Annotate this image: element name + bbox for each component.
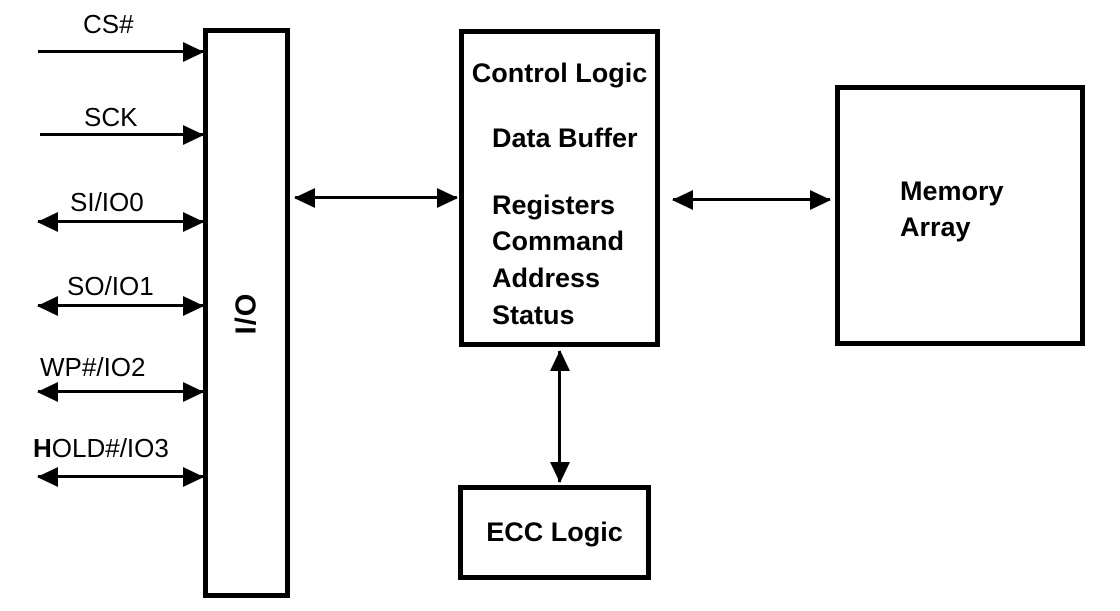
signal-label-si-io0: SI/IO0 — [70, 187, 144, 217]
io-block: I/O — [203, 28, 290, 598]
signal-label-sck: SCK — [84, 102, 138, 132]
arrow-control-ecc-bidirectional — [549, 350, 570, 483]
arrow-io-control-bidirectional — [294, 187, 458, 208]
signal-label-so-io1: SO/IO1 — [67, 271, 154, 301]
arrow-si-io0-bidirectional — [37, 211, 204, 232]
control-item-status: Status — [492, 300, 575, 330]
memory-array-block: Memory Array — [835, 85, 1085, 346]
io-block-label: I/O — [229, 292, 262, 334]
signal-label-wp-io2: WP#/IO2 — [40, 352, 146, 382]
control-logic-block: Control Logic Data Buffer Registers Comm… — [459, 29, 660, 347]
arrow-wp-io2-bidirectional — [37, 381, 204, 402]
ecc-logic-label: ECC Logic — [486, 517, 623, 547]
signal-label-hold-rest: OLD#/IO3 — [51, 433, 169, 463]
control-logic-title: Control Logic — [471, 58, 648, 88]
control-item-data-buffer: Data Buffer — [492, 123, 638, 153]
signal-label-cs: CS# — [83, 9, 134, 39]
signal-label-hold-prefix: H — [33, 433, 52, 463]
control-item-registers: Registers — [492, 190, 616, 220]
ecc-logic-block: ECC Logic — [458, 485, 651, 580]
arrow-so-io1-bidirectional — [37, 295, 204, 316]
control-item-address: Address — [492, 263, 601, 293]
arrow-control-memory-bidirectional — [672, 189, 831, 210]
memory-array-label: Memory Array — [900, 176, 1004, 242]
control-item-command: Command — [492, 226, 625, 256]
signal-label-hold-io3: HOLD#/IO3 — [33, 433, 169, 463]
arrow-hold-io3-bidirectional — [37, 466, 204, 487]
arrow-cs-to-io — [38, 41, 204, 62]
arrow-sck-to-io — [40, 124, 204, 145]
